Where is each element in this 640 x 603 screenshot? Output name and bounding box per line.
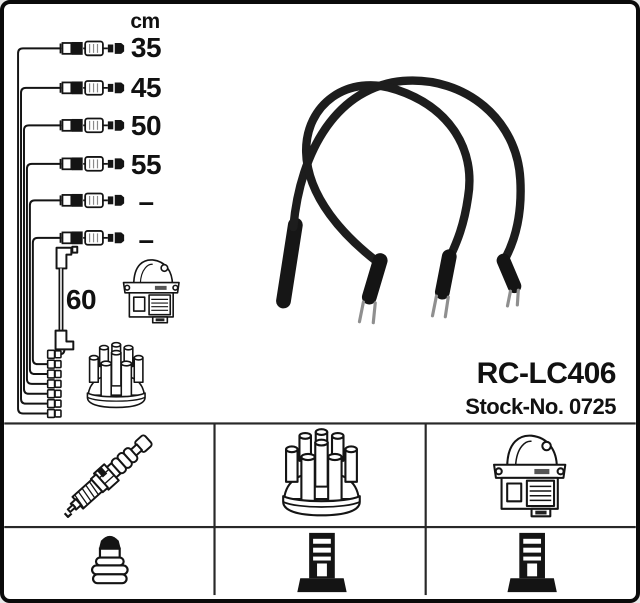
legend-grid-lines (4, 422, 636, 596)
cable-length-5: – (138, 186, 154, 217)
unit-label: cm (130, 10, 160, 33)
spark-plug-terminal-nut-icon (90, 535, 129, 585)
legend-cell-spark-plug (8, 429, 217, 534)
cable-length-1: 35 (130, 32, 162, 63)
cable-length-4: 55 (130, 149, 162, 180)
cable-length-6: – (138, 224, 154, 255)
ignition-lead-kit-drawing (4, 40, 636, 596)
plug-boot-3 (496, 253, 522, 308)
ignition-coil-small-drawing (122, 259, 180, 324)
coil-cable-drawing (54, 245, 79, 356)
distributor-cap-small-drawing (86, 341, 146, 409)
ignition-leads-photo (276, 76, 525, 325)
legend-cell-coil-terminal (431, 534, 636, 599)
legend-cell-ignition-coil (431, 429, 636, 534)
plug-boot-1 (357, 253, 388, 325)
cable-length-2: 45 (130, 72, 162, 103)
legend-cell-dist-terminal (217, 534, 431, 599)
plug-boot-2 (430, 249, 457, 319)
cable-length-3: 50 (130, 110, 162, 141)
coil-cable-length: 60 (65, 284, 97, 315)
spark-plug-icon (63, 434, 153, 518)
product-info: RC-LC406 Stock-No. 0725 (465, 357, 616, 420)
terminal-stack (46, 349, 62, 419)
part-number: RC-LC406 (476, 357, 617, 390)
stock-number: Stock-No. 0725 (465, 394, 616, 419)
lead-schematic-rows (59, 40, 126, 246)
legend-cell-plug-terminal (8, 534, 217, 599)
legend-cell-distributor-cap (217, 429, 431, 534)
cable-bundle-lines (17, 47, 62, 415)
